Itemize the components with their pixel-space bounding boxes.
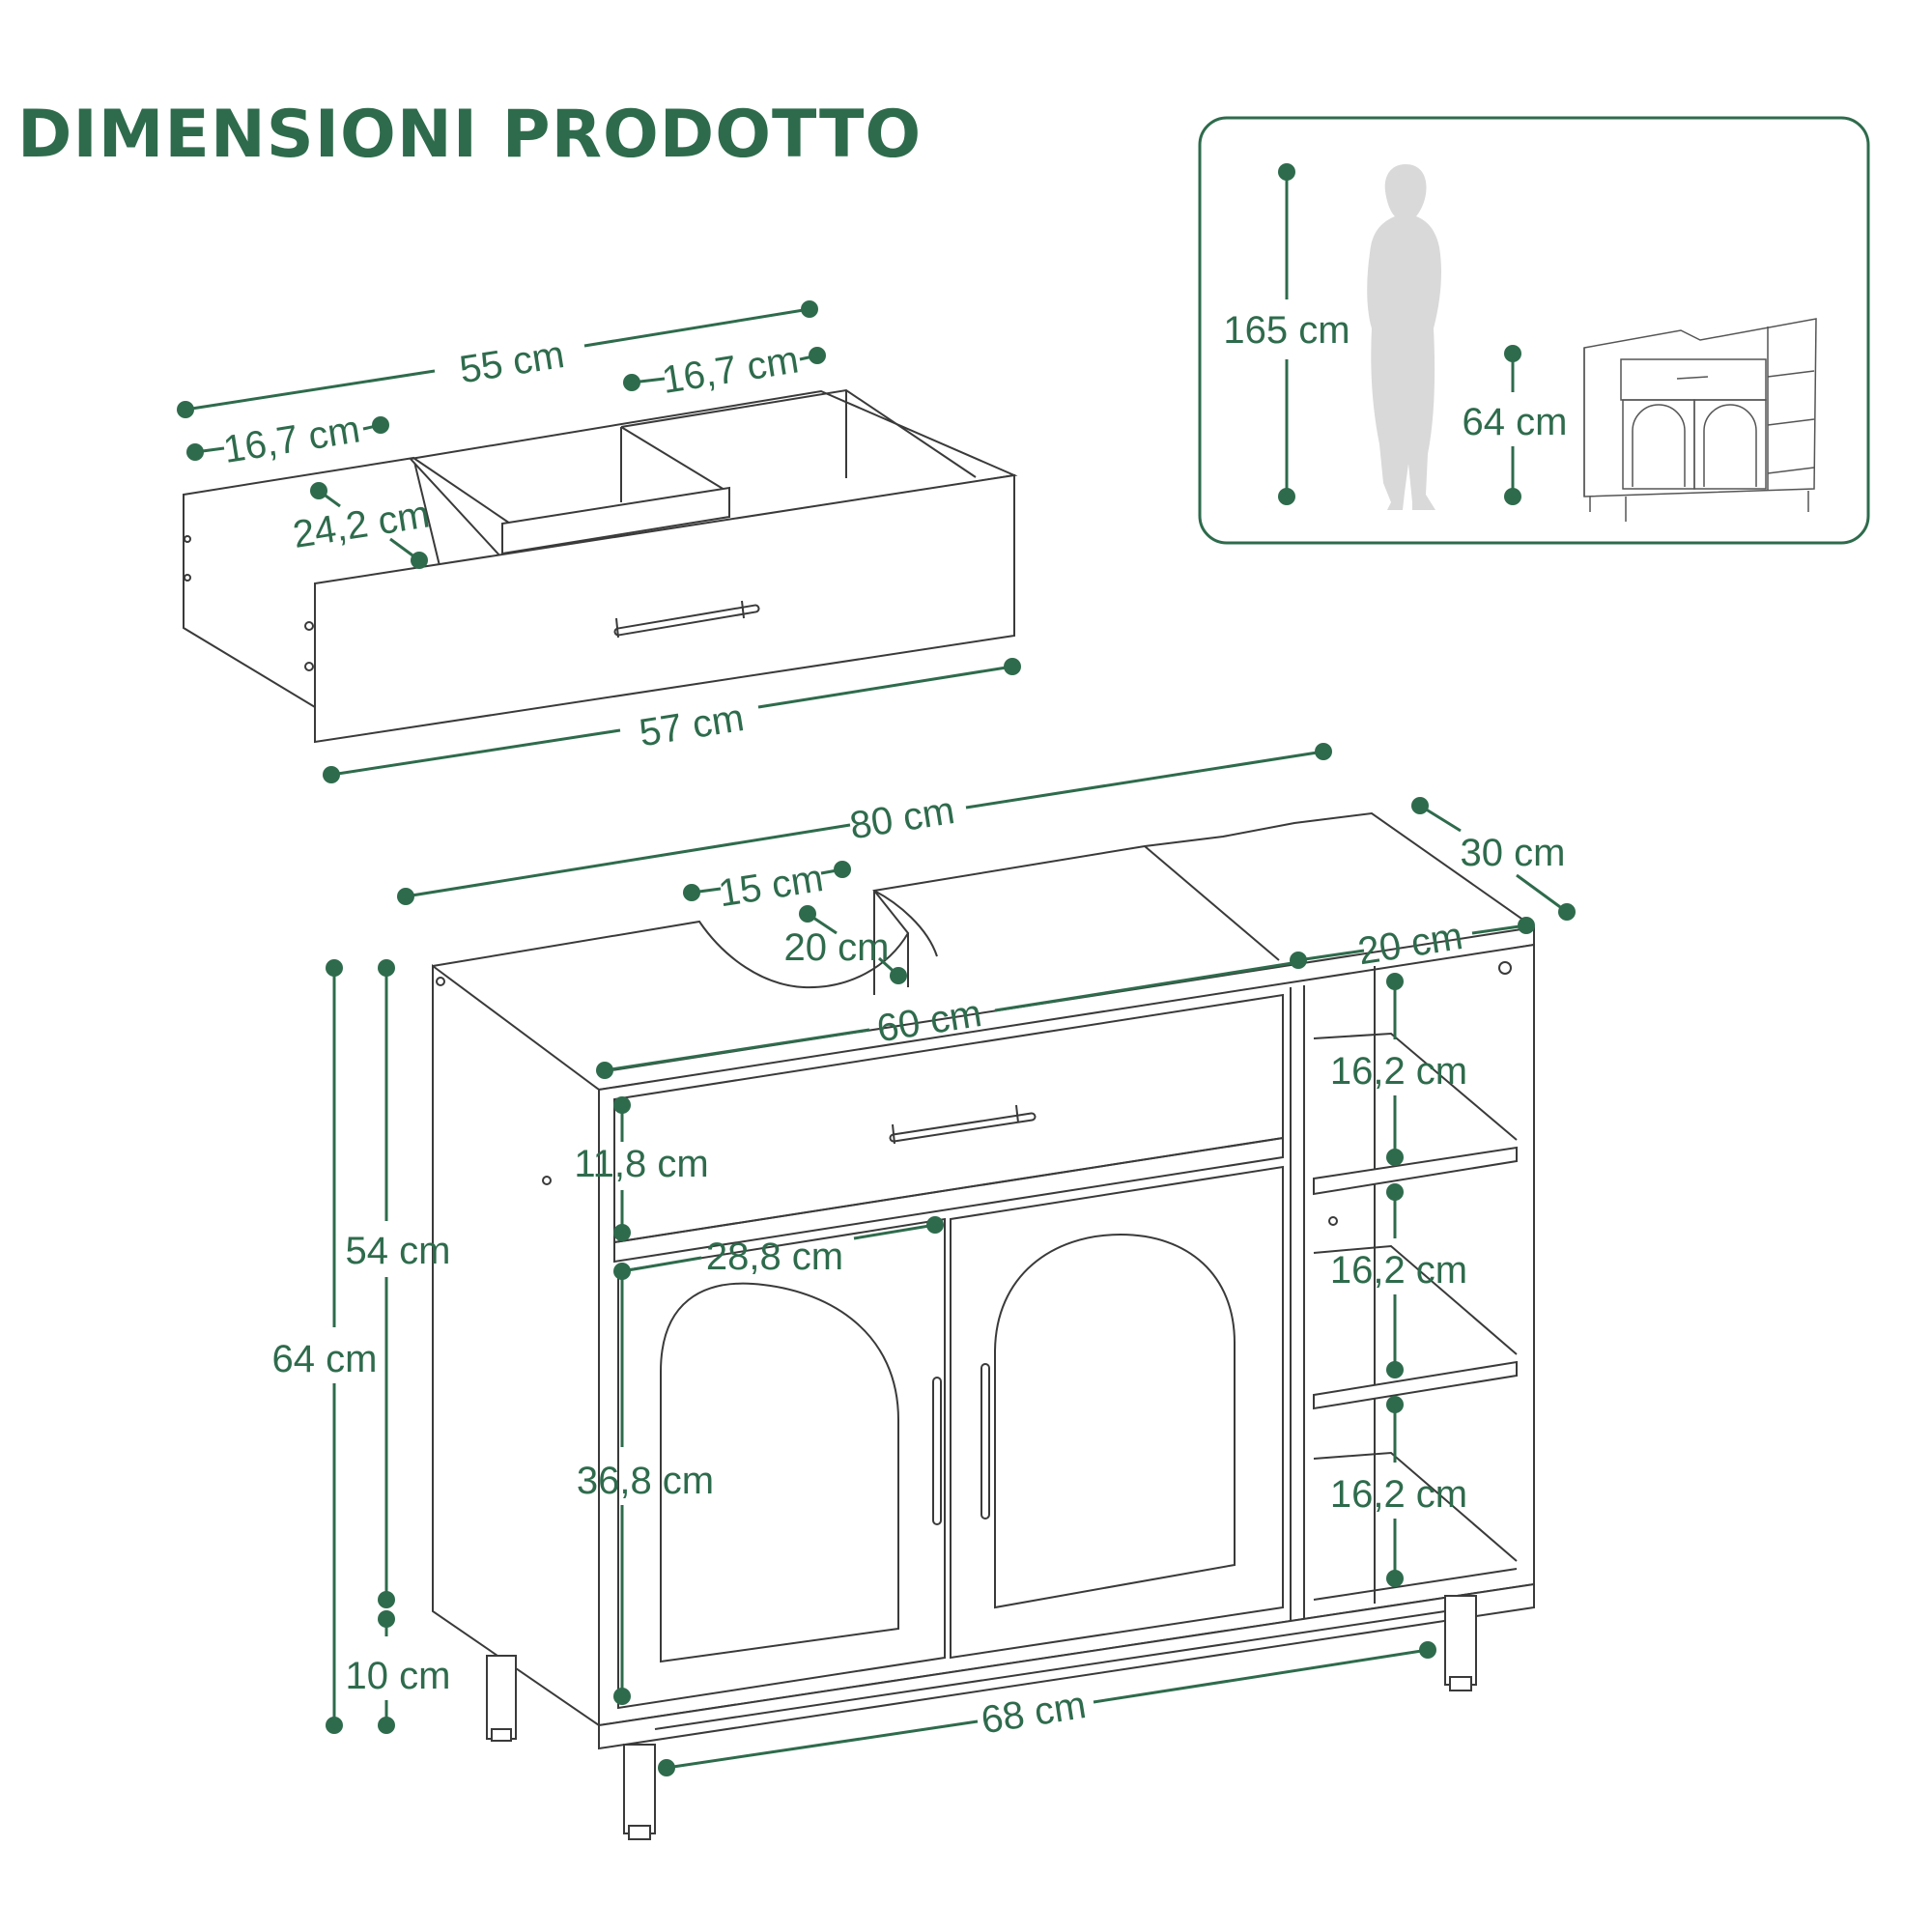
cabinet-left-door [617, 1217, 946, 1710]
dimension-drawer-height: 11,8 cm [574, 1096, 709, 1241]
drawer-screw [304, 662, 314, 671]
dimension-cutout-depth: 20 cm [784, 905, 907, 984]
label-leg-height: 10 cm [346, 1655, 451, 1697]
cabinet-bottom-rail [598, 1582, 1535, 1750]
label-shelf-height-2: 16,2 cm [1330, 1249, 1467, 1292]
label-total-height: 64 cm [272, 1338, 378, 1380]
right-door-arch-window [994, 1233, 1236, 1609]
dimension-total-height: 64 cm [272, 959, 378, 1734]
person-silhouette-icon [1367, 164, 1441, 510]
door-handle-icon [932, 1363, 990, 1525]
small-cabinet-illustration [1583, 318, 1817, 522]
label-cabinet-width: 80 cm [847, 789, 957, 847]
dimension-leg-height: 10 cm [346, 1610, 451, 1734]
drawer-screw [304, 621, 314, 631]
label-body-height: 54 cm [346, 1230, 451, 1272]
label-shelf-height-1: 16,2 cm [1330, 1050, 1467, 1093]
dimension-cutout-width: 15 cm [683, 857, 851, 915]
drawer-handle-icon [613, 600, 760, 639]
drawer-divider-right [620, 426, 730, 494]
label-door-width: 28,8 cm [706, 1236, 843, 1278]
label-cabinet-depth: 30 cm [1461, 832, 1566, 874]
label-drawer-width-top: 55 cm [457, 333, 567, 391]
label-door-height: 36,8 cm [577, 1460, 714, 1502]
cabinet-legs [486, 1595, 1477, 1840]
cabinet-drawer-handle-icon [889, 1104, 1037, 1145]
dimension-shelf-heights: 16,2 cm 16,2 cm 16,2 cm [1330, 973, 1467, 1587]
page-title: DIMENSIONI PRODOTTO [17, 97, 923, 173]
drawer-divider-left [412, 457, 523, 532]
cabinet-open-shelves [1313, 961, 1518, 1604]
dimension-door-height: 36,8 cm [577, 1275, 714, 1705]
label-cutout-depth: 20 cm [784, 926, 890, 969]
drawer-front-panel [314, 473, 1015, 744]
label-person-height: 165 cm [1223, 309, 1350, 352]
label-drawer-left-compartment: 16,7 cm [220, 408, 362, 471]
label-shelf-height-3: 16,2 cm [1330, 1473, 1467, 1516]
dimension-body-height: 54 cm [346, 959, 451, 1608]
label-drawer-height: 11,8 cm [574, 1143, 708, 1185]
dimension-door-width: 28,8 cm [613, 1216, 944, 1280]
cabinet-illustration [432, 811, 1535, 1840]
dimension-drawer-left-compartment: 16,7 cm [186, 408, 389, 471]
scale-reference-panel: 165 cm 64 cm [1198, 116, 1870, 545]
left-door-arch-window [660, 1282, 899, 1663]
label-scale-cabinet-height: 64 cm [1463, 401, 1568, 443]
label-drawer-front-width: 57 cm [637, 696, 747, 754]
drawer-screw [184, 574, 191, 582]
drawer-screw [184, 535, 191, 543]
cabinet-right-door [950, 1165, 1284, 1660]
dimension-cabinet-depth: 30 cm [1411, 797, 1576, 921]
drawer-illustration [183, 388, 1018, 744]
label-drawer-right-compartment: 16,7 cm [659, 338, 801, 402]
scale-reference-frame [1198, 116, 1870, 545]
dimension-drawer-right-compartment: 16,7 cm [623, 338, 826, 402]
label-leg-span: 68 cm [979, 1684, 1089, 1742]
cabinet-left-side [432, 964, 600, 1727]
cabinet-top [432, 811, 1535, 1092]
